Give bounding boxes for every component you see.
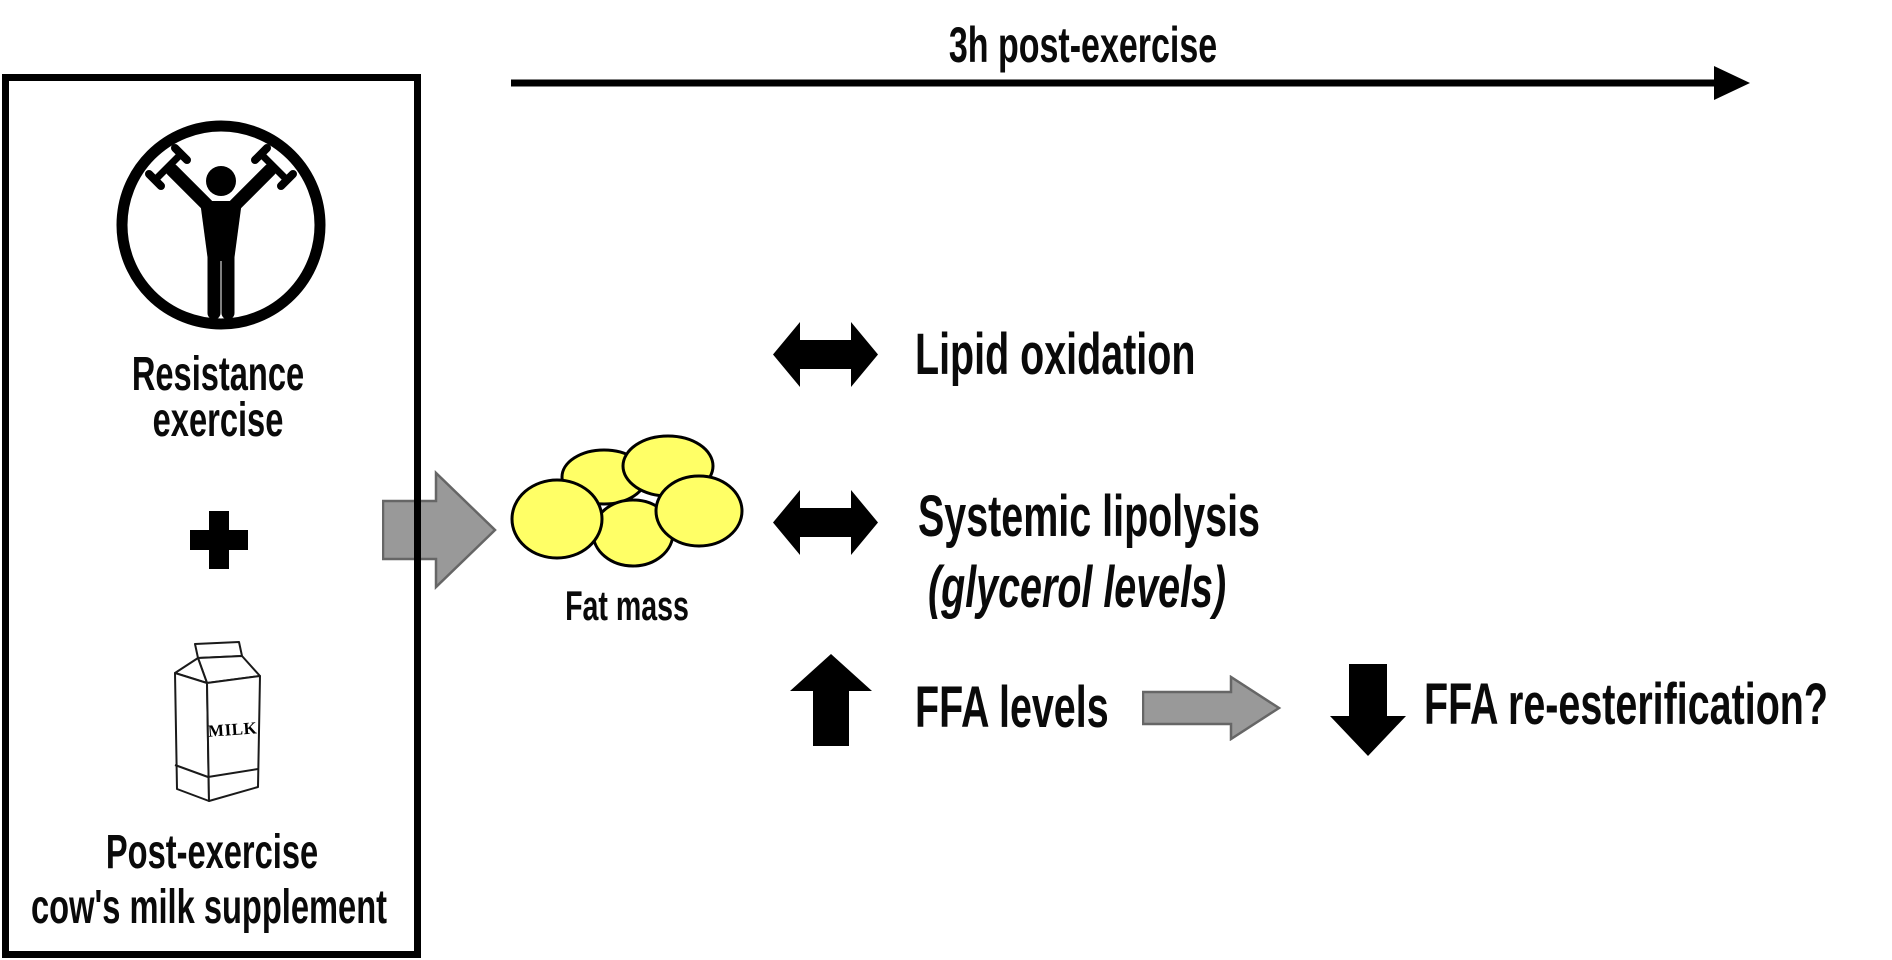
down-arrow-icon [1330, 664, 1406, 756]
up-arrow-icon [790, 654, 872, 746]
double-arrow-icon [773, 490, 878, 555]
resistance-label-line2: exercise [152, 394, 284, 447]
fat-cells-icon [510, 434, 744, 568]
fat-mass-label: Fat mass [565, 582, 689, 629]
ffa-reesterification-label: FFA re-esterification? [1424, 672, 1828, 737]
milk-carton-text: MILK [207, 718, 258, 740]
systemic-lipolysis-label: Systemic lipolysis [918, 484, 1260, 549]
supplement-label-line2: cow's milk supplement [30, 881, 388, 934]
plus-icon [190, 511, 248, 569]
supplement-label-line1: Post-exercise [105, 826, 319, 879]
right-arrow-icon [1142, 675, 1282, 741]
milk-carton-icon: MILK [174, 641, 261, 802]
resistance-label-line1: Resistance [131, 348, 305, 401]
resistance-exercise-icon [116, 120, 326, 330]
input-arrow-icon [382, 470, 497, 590]
timeline-label: 3h post-exercise [948, 17, 1218, 73]
glycerol-levels-sublabel: (glycerol levels) [928, 555, 1227, 620]
ffa-levels-label: FFA levels [915, 675, 1109, 740]
double-arrow-icon [773, 322, 878, 387]
intervention-panel-box [2, 74, 421, 958]
timeline-arrow-icon [511, 66, 1750, 100]
lipid-oxidation-label: Lipid oxidation [915, 322, 1196, 387]
